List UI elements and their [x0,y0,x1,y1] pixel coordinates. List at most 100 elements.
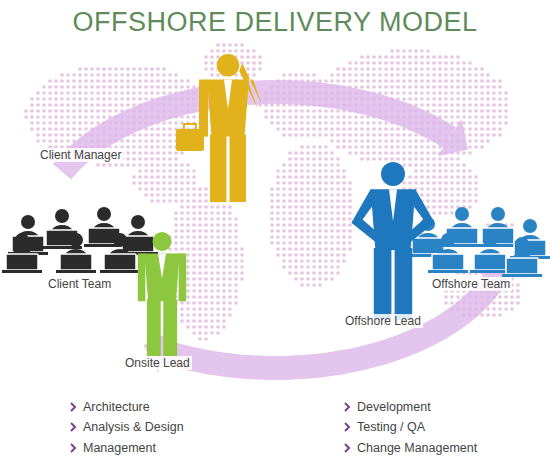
map-dot [324,265,328,269]
map-dot [216,259,220,263]
map-dot [504,109,508,113]
map-dot [312,211,316,215]
map-dot [162,163,166,167]
map-dot [312,193,316,197]
map-dot [216,307,220,311]
map-dot [396,49,400,53]
map-dot [414,157,418,161]
map-dot [432,181,436,185]
map-dot [282,199,286,203]
map-dot [42,133,46,137]
map-dot [294,235,298,239]
map-dot [342,187,346,191]
map-dot [480,97,484,101]
map-dot [372,67,376,71]
map-dot [312,175,316,179]
map-dot [132,151,136,155]
map-dot [210,283,214,287]
map-dot [42,115,46,119]
map-dot [114,163,118,167]
map-dot [456,97,460,101]
map-dot [96,109,100,113]
map-dot [432,187,436,191]
map-dot [42,121,46,125]
map-dot [156,157,160,161]
map-dot [276,109,280,113]
map-dot [330,205,334,209]
bullet-chevron [71,423,75,431]
map-dot [384,133,388,137]
map-dot [162,157,166,161]
map-dot [492,313,496,317]
map-dot [336,265,340,269]
map-dot [324,241,328,245]
map-dot [168,169,172,173]
map-dot [288,109,292,113]
map-dot [366,133,370,137]
map-dot [306,247,310,251]
map-dot [240,55,244,59]
map-dot [228,307,232,311]
map-dot [336,271,340,275]
map-dot [198,223,202,227]
map-dot [48,109,52,113]
map-dot [384,61,388,65]
map-dot [504,115,508,119]
map-dot [342,181,346,185]
map-dot [378,133,382,137]
map-dot [408,145,412,149]
map-dot [300,73,304,77]
map-dot [78,133,82,137]
map-dot [198,205,202,209]
map-dot [498,97,502,101]
map-dot [498,115,502,119]
map-dot [408,133,412,137]
map-dot [276,229,280,233]
map-dot [432,163,436,167]
map-dot [318,79,322,83]
map-dot [342,139,346,143]
map-dot [192,325,196,329]
map-dot [282,121,286,125]
map-dot [420,79,424,83]
map-dot [198,325,202,329]
map-dot [228,241,232,245]
map-dot [438,55,442,59]
map-dot [510,223,514,227]
map-dot [330,259,334,263]
map-dot [372,127,376,131]
map-dot [486,307,490,311]
map-dot [420,151,424,155]
map-dot [204,241,208,245]
map-dot [438,175,442,179]
map-dot [420,175,424,179]
map-dot [444,193,448,197]
map-dot [336,133,340,137]
map-dot [486,73,490,77]
map-dot [60,85,64,89]
map-dot [456,193,460,197]
map-dot [240,265,244,269]
map-dot [390,85,394,89]
map-dot [456,181,460,185]
map-dot [408,139,412,143]
map-dot [492,121,496,125]
map-dot [444,187,448,191]
map-dot [162,187,166,191]
map-dot [186,205,190,209]
map-dot [384,73,388,77]
map-dot [210,211,214,215]
map-dot [138,157,142,161]
map-dot [318,115,322,119]
map-dot [204,313,208,317]
map-dot [192,289,196,293]
map-dot [294,151,298,155]
map-dot [384,151,388,155]
map-dot [342,259,346,263]
map-dot [306,73,310,77]
map-dot [204,319,208,323]
map-dot [468,175,472,179]
map-dot [198,271,202,275]
map-dot [216,319,220,323]
map-dot [330,115,334,119]
